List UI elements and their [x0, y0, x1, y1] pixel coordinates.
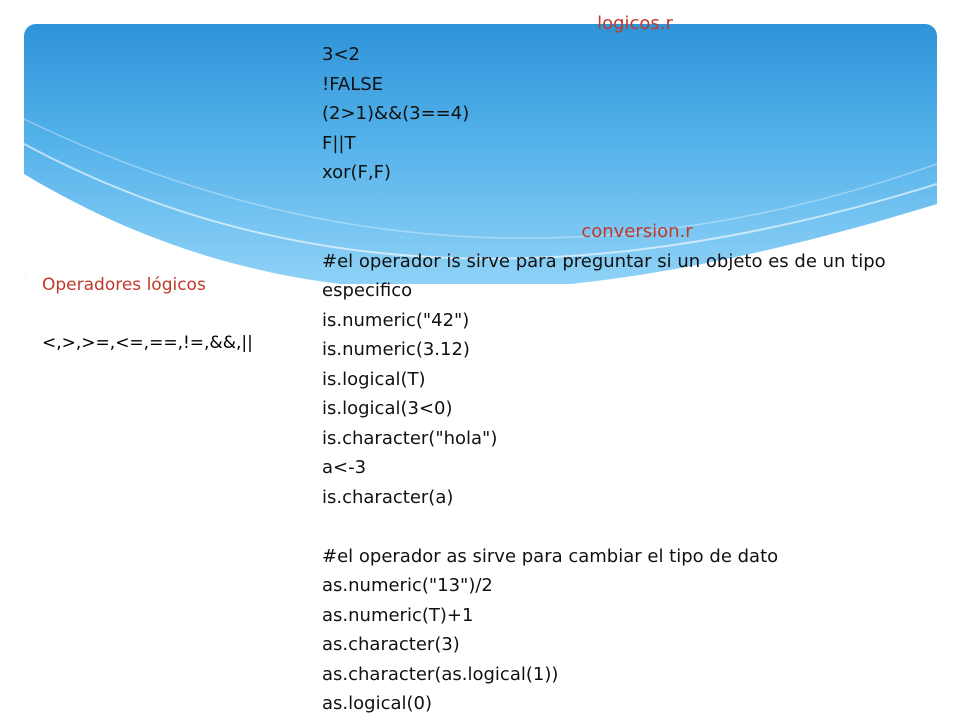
code-line: as.character(3) — [322, 634, 460, 655]
code-line: is.logical(3<0) — [322, 398, 453, 419]
code-line: as.character(as.logical(1)) — [322, 663, 559, 685]
code-line: !FALSE — [322, 73, 384, 95]
header-banner — [24, 24, 937, 284]
file-title-conversion: conversion.r — [581, 221, 693, 242]
code-line: as.numeric("13")/2 — [322, 575, 493, 596]
code-line: (2>1)&&(3==4) — [322, 103, 470, 124]
file-title-logicos: logicos.r — [597, 13, 673, 34]
code-line: is.character("hola") — [322, 427, 498, 449]
wave-decoration — [24, 118, 937, 284]
operators-list: <,>,>=,<=,==,!=,&&,|| — [42, 333, 253, 353]
operators-heading: Operadores lógicos — [42, 275, 206, 295]
code-line: 3<2 — [322, 44, 360, 65]
code-line: as.numeric(T)+1 — [322, 604, 474, 626]
code-line: is.character(a) — [322, 486, 454, 508]
code-line: F||T — [322, 132, 356, 154]
left-panel: Operadores lógicos <,>,>=,<=,==,!=,&&,|| — [42, 270, 292, 358]
code-panel: 3<2 !FALSE (2>1)&&(3==4) F||T xor(F,F) c… — [322, 40, 952, 719]
code-line: is.logical(T) — [322, 368, 426, 390]
code-line: xor(F,F) — [322, 162, 391, 183]
code-comment: #el operador as sirve para cambiar el ti… — [322, 545, 779, 567]
code-line: is.numeric("42") — [322, 309, 470, 331]
code-comment: #el operador is sirve para preguntar si … — [322, 250, 892, 302]
code-line: is.numeric(3.12) — [322, 339, 470, 360]
code-line: a<-3 — [322, 457, 367, 478]
code-line: as.logical(0) — [322, 693, 432, 714]
